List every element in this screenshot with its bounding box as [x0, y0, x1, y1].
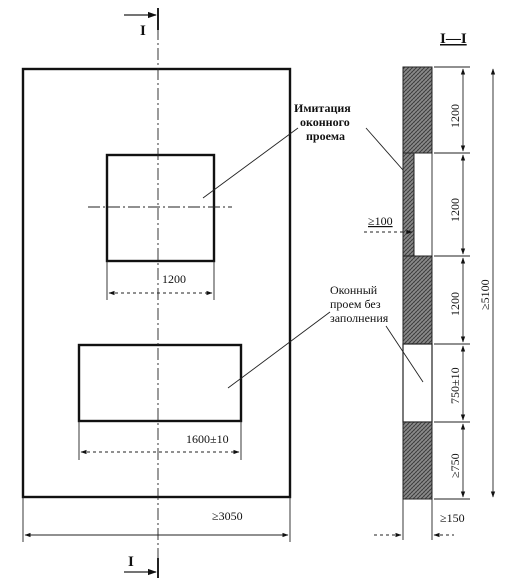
- dim-h4-label: 750±10: [448, 367, 462, 404]
- section-header: I—I: [440, 31, 467, 47]
- section-mark-bottom: I: [124, 554, 159, 578]
- dim-thickness-label: ≥150: [440, 511, 465, 525]
- upper-window-imitation: [105, 153, 216, 263]
- dim-total-height: ≥5100: [478, 68, 496, 498]
- dim-h3-label: 1200: [448, 292, 462, 316]
- dim-lower-width: 1600±10: [78, 421, 242, 460]
- leader-lower-window: [227, 311, 331, 389]
- note-imitation-line-3: проема: [306, 129, 345, 143]
- section-label-bottom: I: [128, 554, 134, 570]
- note-imitation-line-2: оконного: [300, 115, 350, 129]
- note-imitation: Имитация оконного проема: [202, 101, 411, 199]
- lower-window-opening: [77, 343, 243, 423]
- dim-total-height-label: ≥5100: [478, 279, 492, 310]
- section-solid-middle: [402, 255, 433, 345]
- note-opening-line-3: заполнения: [330, 311, 389, 325]
- section-niche-back: [402, 152, 415, 257]
- section-opening: [402, 343, 433, 423]
- front-elevation: [21, 28, 292, 558]
- dim-upper-width: 1200: [106, 261, 215, 300]
- section-label-top: I: [140, 23, 146, 39]
- note-imitation-line-1: Имитация: [294, 101, 351, 115]
- leader-upper-window: [202, 127, 299, 199]
- dim-vertical-chain: 1200 1200 1200 750±10 ≥750: [434, 66, 470, 500]
- dim-h2-label: 1200: [448, 198, 462, 222]
- dim-thickness: ≥150: [374, 511, 465, 538]
- dim-upper-width-label: 1200: [162, 272, 186, 286]
- section-solid-lower: [402, 421, 433, 500]
- section-solid-upper: [402, 66, 433, 154]
- wall-outline: [21, 67, 292, 499]
- note-opening-line-1: Оконный: [330, 283, 378, 297]
- section-mark-top: I: [124, 8, 159, 39]
- dim-h1-label: 1200: [448, 104, 462, 128]
- section-view: I—I: [402, 31, 467, 540]
- leader-section-opening: [385, 325, 424, 383]
- note-opening: Оконный проем без заполнения: [227, 283, 424, 389]
- dim-lower-width-label: 1600±10: [186, 432, 229, 446]
- note-opening-line-2: проем без: [330, 297, 381, 311]
- dim-h5-label: ≥750: [448, 453, 462, 478]
- dim-depth-label: ≥100: [368, 214, 393, 228]
- dim-wall-width: ≥3050: [22, 497, 291, 542]
- dim-depth: ≥100: [364, 214, 413, 235]
- dim-wall-width-label: ≥3050: [212, 509, 243, 523]
